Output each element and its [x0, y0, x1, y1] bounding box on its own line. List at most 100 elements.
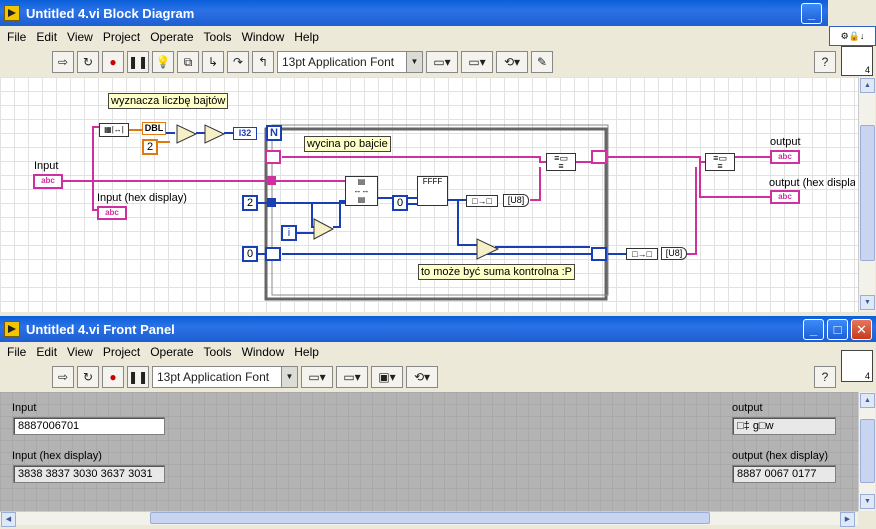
vi-icon — [4, 5, 20, 21]
string-subset-function[interactable]: ▤↔↔▤ — [345, 176, 378, 206]
constant-0-mid[interactable]: 0 — [392, 195, 408, 211]
step-into-icon[interactable]: ↳ — [202, 51, 224, 73]
maximize-button[interactable]: □ — [827, 319, 848, 340]
menu-edit[interactable]: Edit — [36, 30, 58, 44]
input-terminal-text: abc — [41, 176, 55, 185]
menu-tools[interactable]: Tools — [203, 30, 232, 44]
fp-input-control[interactable]: 8887006701 — [13, 417, 165, 435]
menu-view[interactable]: View — [67, 345, 93, 359]
minimize-button[interactable]: _ — [803, 319, 824, 340]
menu-file[interactable]: File — [7, 345, 27, 359]
hscroll-thumb[interactable] — [150, 512, 710, 524]
comment-bytes-count[interactable]: wyznacza liczbę bajtów — [108, 93, 229, 109]
chevron-down-icon: ▼ — [281, 367, 297, 387]
font-selector[interactable]: 13pt Application Font▼ — [277, 51, 423, 73]
scroll-up-icon[interactable]: ▲ — [860, 78, 875, 93]
run-arrow-icon[interactable]: ⇨ — [52, 51, 74, 73]
block-diagram-vscroll[interactable]: ▲ ▼ — [858, 77, 875, 312]
string-shift-register-left — [265, 150, 281, 164]
minimize-button[interactable]: _ — [801, 3, 822, 24]
concatenate-strings-function-2[interactable]: ≡▭≡ — [705, 153, 735, 171]
close-button[interactable]: ✕ — [851, 319, 872, 340]
input-hex-indicator-terminal[interactable]: abc — [97, 206, 127, 220]
menu-window[interactable]: Window — [241, 30, 285, 44]
front-panel-titlebar[interactable]: Untitled 4.vi Front Panel _ □ ✕ — [0, 316, 876, 342]
run-continuously-icon[interactable]: ↻ — [77, 51, 99, 73]
loop-iteration-terminal[interactable]: i — [281, 225, 297, 241]
help-icon[interactable]: ? — [814, 366, 836, 388]
fp-input-hex-label: Input (hex display) — [12, 450, 102, 462]
comment-cut-per-byte[interactable]: wycina po bajcie — [304, 136, 391, 152]
align-objects-icon[interactable]: ▭▾ — [301, 366, 333, 388]
scroll-thumb[interactable] — [860, 125, 875, 261]
to-i32-node[interactable]: I32 — [233, 127, 257, 140]
highlight-execution-icon[interactable]: 💡 — [152, 51, 174, 73]
run-arrow-icon[interactable]: ⇨ — [52, 366, 74, 388]
number-to-string-function-2[interactable]: □→□ — [626, 248, 658, 260]
scroll-down-icon[interactable]: ▼ — [860, 494, 875, 509]
abort-icon[interactable]: ● — [102, 51, 124, 73]
cleanup-diagram-icon[interactable]: ✎ — [531, 51, 553, 73]
step-out-icon[interactable]: ↰ — [252, 51, 274, 73]
scroll-up-icon[interactable]: ▲ — [860, 393, 875, 408]
block-diagram-titlebar[interactable]: Untitled 4.vi Block Diagram _ — [0, 0, 828, 26]
multiply-function — [313, 218, 335, 240]
type-cast-function-1[interactable]: [U8] — [503, 194, 529, 207]
scroll-thumb[interactable] — [860, 419, 875, 483]
menu-operate[interactable]: Operate — [150, 345, 194, 359]
step-over-icon[interactable]: ↷ — [227, 51, 249, 73]
output-indicator-terminal[interactable]: abc — [770, 150, 800, 164]
number-to-string-function-1[interactable]: □→□ — [466, 195, 498, 207]
font-selector[interactable]: 13pt Application Font▼ — [152, 366, 298, 388]
menu-help[interactable]: Help — [294, 30, 319, 44]
round-function — [204, 124, 226, 144]
output-terminal-text: abc — [778, 152, 792, 161]
scroll-right-icon[interactable]: ▶ — [840, 512, 855, 527]
vi-connector-icon[interactable]: 4 — [841, 350, 873, 382]
input-hex-terminal-text: abc — [105, 208, 119, 217]
vi-connector-icon[interactable]: 4 — [841, 46, 873, 76]
loop-count-terminal[interactable]: N — [266, 125, 282, 141]
constant-0-left[interactable]: 0 — [242, 246, 258, 262]
menu-window[interactable]: Window — [241, 345, 285, 359]
reorder-icon[interactable]: ⟲▾ — [496, 51, 528, 73]
type-cast-function-2[interactable]: [U8] — [661, 247, 687, 260]
menu-edit[interactable]: Edit — [36, 345, 58, 359]
resize-objects-icon[interactable]: ▣▾ — [371, 366, 403, 388]
menu-help[interactable]: Help — [294, 345, 319, 359]
output-hex-indicator-terminal[interactable]: abc — [770, 190, 800, 204]
distribute-objects-icon[interactable]: ▭▾ — [461, 51, 493, 73]
input-hex-label: Input (hex display) — [97, 192, 187, 204]
menu-file[interactable]: File — [7, 30, 27, 44]
comment-checksum[interactable]: to może być suma kontrolna :P — [418, 264, 576, 280]
menu-project[interactable]: Project — [102, 345, 141, 359]
menu-tools[interactable]: Tools — [203, 345, 232, 359]
constant-2-orange[interactable]: 2 — [142, 139, 158, 155]
constant-2-blue[interactable]: 2 — [242, 195, 258, 211]
tunnel-string-in — [267, 176, 276, 185]
front-panel-canvas[interactable] — [0, 392, 858, 511]
align-objects-icon[interactable]: ▭▾ — [426, 51, 458, 73]
scroll-left-icon[interactable]: ◀ — [1, 512, 16, 527]
abort-icon[interactable]: ● — [102, 366, 124, 388]
reorder-icon[interactable]: ⟲▾ — [406, 366, 438, 388]
hex-string-to-number-function[interactable]: FFFF — [417, 176, 448, 206]
help-icon[interactable]: ? — [814, 51, 836, 73]
distribute-objects-icon[interactable]: ▭▾ — [336, 366, 368, 388]
pause-icon[interactable]: ❚❚ — [127, 366, 149, 388]
front-panel-vscroll[interactable]: ▲ ▼ — [858, 392, 875, 511]
menu-view[interactable]: View — [67, 30, 93, 44]
front-panel-hscroll[interactable]: ◀ ▶ — [0, 511, 858, 527]
run-continuously-icon[interactable]: ↻ — [77, 366, 99, 388]
input-control-terminal[interactable]: abc — [33, 174, 63, 189]
retain-wire-values-icon[interactable]: ⧉ — [177, 51, 199, 73]
concatenate-strings-function-1[interactable]: ≡▭≡ — [546, 153, 576, 171]
string-length-function[interactable]: ▦|↔| — [99, 123, 129, 137]
front-panel-toolbar: ⇨ ↻ ● ❚❚ 13pt Application Font▼ ▭▾ ▭▾ ▣▾… — [0, 363, 876, 391]
pause-icon[interactable]: ❚❚ — [127, 51, 149, 73]
menu-project[interactable]: Project — [102, 30, 141, 44]
fp-output-label: output — [732, 402, 763, 414]
scroll-down-icon[interactable]: ▼ — [860, 295, 875, 310]
to-double-node[interactable]: DBL — [142, 122, 166, 135]
menu-operate[interactable]: Operate — [150, 30, 194, 44]
